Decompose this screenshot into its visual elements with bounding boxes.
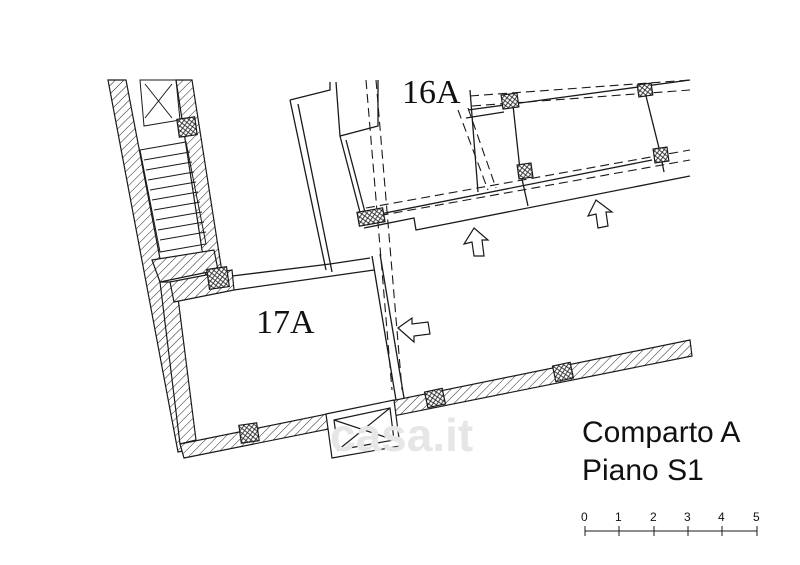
pillars [176, 82, 670, 444]
arrow-up-icon [586, 199, 614, 229]
outer-walls [107, 79, 693, 459]
dashed-lines [365, 79, 691, 391]
room-label-16a: 16A [402, 74, 461, 111]
entry-arrows [397, 199, 614, 344]
arrow-left-icon [397, 316, 431, 344]
plan-title-floor: Piano S1 [582, 454, 704, 487]
scale-tick-label: 5 [753, 510, 760, 524]
light-well [325, 399, 401, 459]
room-label-17a: 17A [256, 304, 315, 341]
plan-title-sector: Comparto A [582, 416, 741, 449]
interior-walls [231, 79, 691, 401]
scale-tick-label: 2 [650, 510, 657, 524]
scale-tick-label: 1 [615, 510, 622, 524]
scale-tick-label: 4 [718, 510, 725, 524]
watermark: casa.it [330, 409, 474, 461]
scale-tick-label: 0 [581, 510, 588, 524]
arrow-up-icon [462, 227, 490, 257]
scale-tick-label: 3 [684, 510, 691, 524]
scale-bar [584, 526, 758, 536]
